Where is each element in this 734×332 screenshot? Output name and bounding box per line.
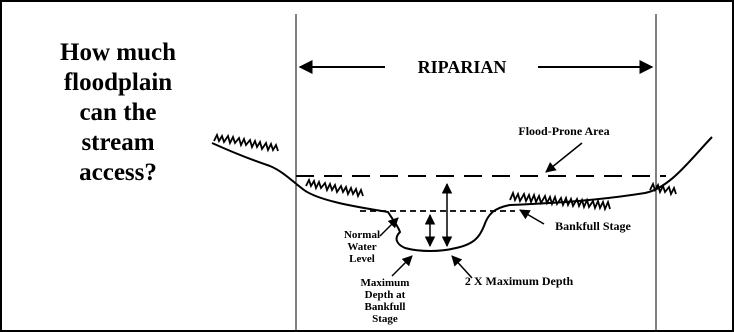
vegetation-right [509,190,611,212]
bankfull-arrow [519,209,545,225]
question-line: floodplain [63,69,173,96]
vegetation-left-inner [305,177,364,199]
normal-water-arrow [379,217,399,237]
max-depth-label-line: Depth at [365,289,406,301]
question-line: can the [79,99,157,126]
riparian-label: RIPARIAN [418,57,507,77]
twice-depth-arrow [451,255,473,279]
twice-depth-label: 2 X Maximum Depth [465,274,574,288]
flood-prone-label: Flood-Prone Area [518,124,609,138]
bankfull-label: Bankfull Stage [555,219,631,233]
normal-water-label-line: Normal [344,229,380,241]
normal-water-label-line: Water [347,241,376,253]
ground-profile [211,136,713,252]
vegetation-right-upper [649,181,677,197]
normal-water-label-line: Level [349,253,375,265]
question-line: stream [81,129,155,156]
max-depth-label-line: Stage [372,313,398,325]
question-text: How much floodplain can the stream acces… [18,38,218,188]
vegetation-left [213,132,279,153]
flood-prone-arrow [545,142,583,173]
max-depth-pointer-arrow [391,255,413,277]
max-depth-label-line: Bankfull [365,301,406,313]
max-depth-label-line: Maximum [361,277,410,289]
question-line: How much [60,39,176,66]
question-line: access? [79,159,157,186]
